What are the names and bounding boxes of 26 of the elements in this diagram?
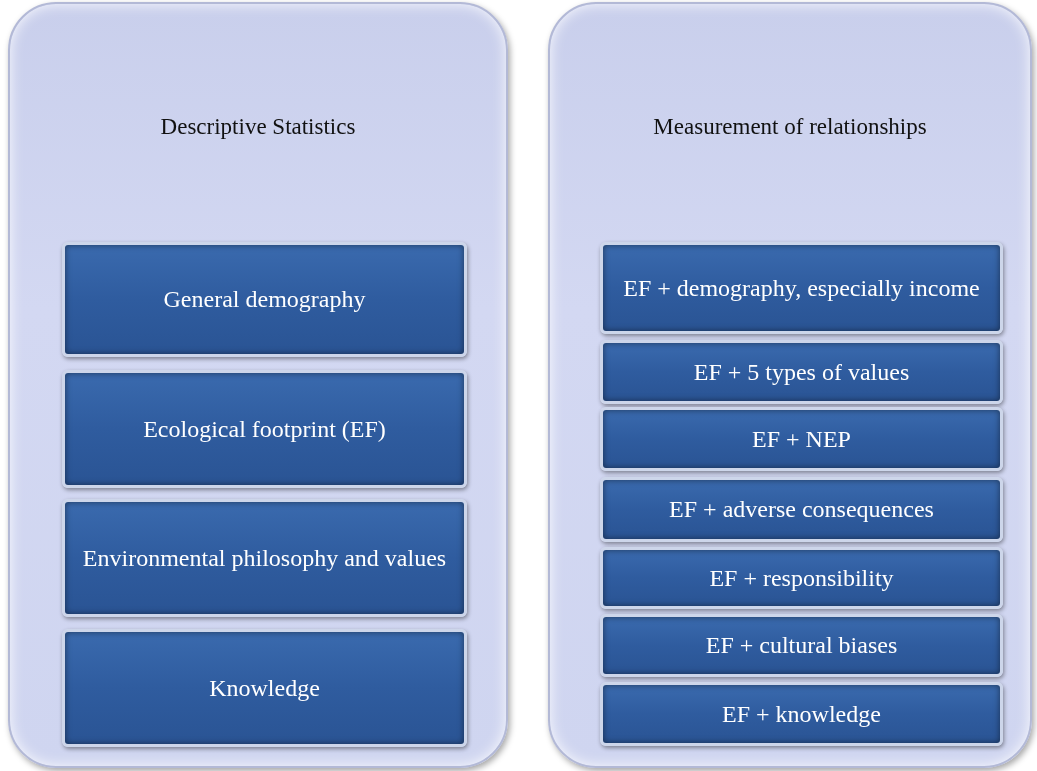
- item-label: EF + demography, especially income: [622, 274, 981, 302]
- item-box: [600, 242, 1003, 334]
- item-label: EF + knowledge: [721, 700, 882, 728]
- item-label: Knowledge: [208, 674, 321, 702]
- panel-heading: Measurement of relationships: [652, 114, 928, 140]
- item-label: EF + responsibility: [708, 564, 895, 592]
- item-box: [600, 682, 1003, 746]
- item-box: [600, 614, 1003, 677]
- item-box: [62, 499, 467, 617]
- item-box: [62, 242, 467, 357]
- item-label: Environmental philosophy and values: [81, 544, 448, 572]
- item-label: EF + cultural biases: [704, 632, 899, 659]
- item-box: [600, 407, 1003, 471]
- item-box: [600, 340, 1003, 404]
- item-label: General demography: [162, 286, 367, 313]
- item-label: EF + 5 types of values: [692, 358, 911, 386]
- item-label: EF + adverse consequences: [668, 496, 935, 523]
- item-label: EF + NEP: [751, 425, 852, 453]
- item-box: [62, 629, 467, 747]
- item-label: Ecological footprint (EF): [142, 415, 387, 443]
- panel-heading: Descriptive Statistics: [159, 114, 357, 140]
- panel: [8, 2, 508, 768]
- item-box: [600, 477, 1003, 542]
- item-box: [62, 370, 467, 488]
- item-box: [600, 547, 1003, 609]
- panel: [548, 2, 1032, 768]
